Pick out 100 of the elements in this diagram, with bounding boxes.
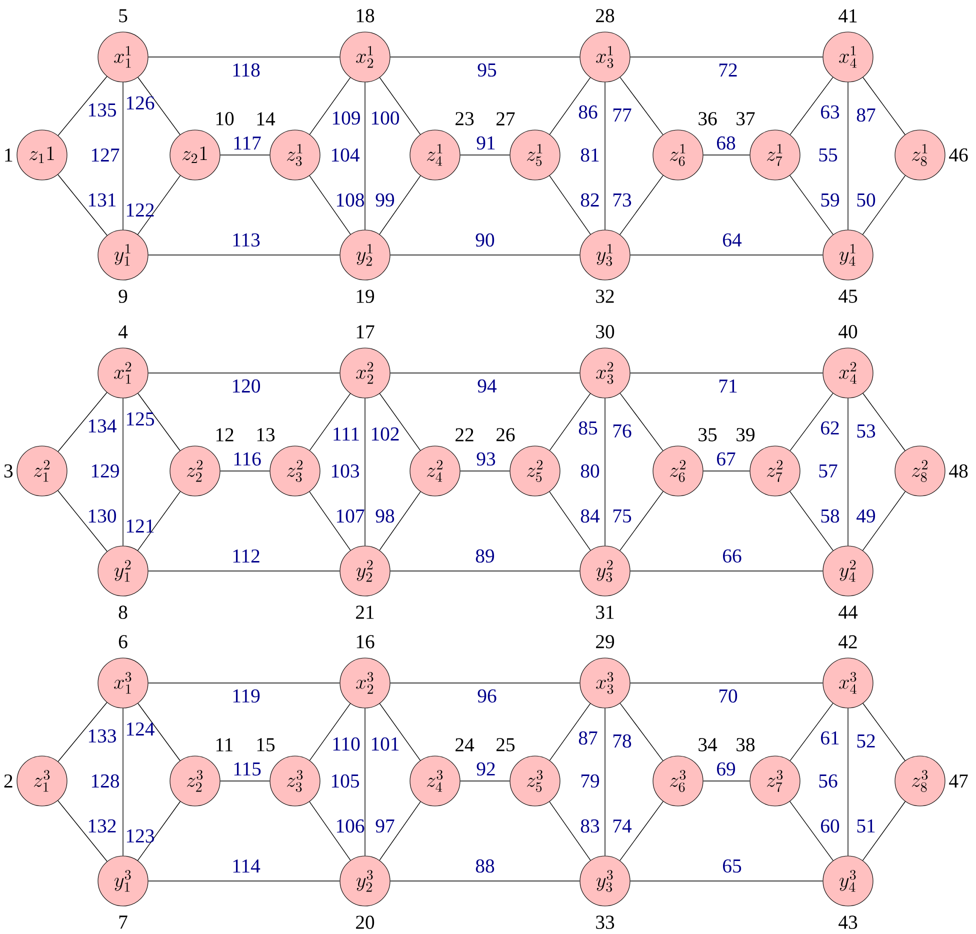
vertex-label: 23 [456,112,474,126]
vertex-label: 6 [118,635,128,648]
edge-line [379,77,421,135]
edge-line [549,175,591,235]
vertex-label: 47 [949,774,968,788]
vertex-label: 19 [356,290,374,303]
edge-line [379,801,421,861]
edge-line [862,491,906,551]
edge-label: 84 [580,509,600,523]
vertex-label: 20 [356,916,374,929]
vertex-label: 31 [596,606,614,619]
edge-label: 85 [578,421,598,435]
edge-label: 62 [821,421,839,435]
vertex-label: 29 [596,635,614,648]
edge-label: 72 [719,63,737,77]
edge-line [549,801,591,861]
edge-line [379,491,421,551]
edge-label: 113 [233,233,260,247]
edge-line [549,703,591,761]
edge-label: 123 [126,829,154,843]
vertex-label: 3 [4,464,13,478]
edge-line [122,398,124,546]
edge-label: 118 [233,63,260,77]
vertex-label: 17 [356,325,374,338]
edge-line [138,77,180,135]
edge-line [364,398,366,546]
edge-label: 108 [336,193,364,207]
edge-label: 70 [719,689,738,703]
edge-label: 120 [232,379,260,393]
edge-label: 59 [821,193,840,207]
edge-label: 107 [336,509,364,523]
edge-label: 92 [476,762,495,776]
edge-label: 109 [332,111,360,125]
vertex-label: 4 [118,325,128,338]
edge-label: 119 [233,689,260,703]
edge-label: 87 [578,731,598,745]
vertex-label: 28 [596,9,614,22]
edge-line [620,175,664,235]
edge-line [702,780,750,782]
edge-label: 105 [332,774,359,788]
edge-line [137,175,181,235]
edge-label: 126 [126,96,154,110]
edge-label: 99 [376,193,394,207]
vertex-label: 11 [216,738,232,752]
edge-label: 94 [478,379,497,393]
edge-line [390,880,580,882]
edge-line [220,780,270,782]
edge-line [790,702,834,762]
edge-label: 98 [376,509,394,523]
edge-label: 83 [580,819,600,833]
edge-line [620,702,664,762]
edge-line [58,174,108,236]
edge-label: 65 [723,859,742,873]
edge-label: 82 [580,193,599,207]
vertex-label: 26 [496,428,515,442]
edge-label: 93 [476,452,496,466]
edge-line [148,682,340,684]
vertex-label: 35 [698,428,717,442]
vertex-label: 5 [119,9,128,22]
edge-label: 90 [476,233,494,247]
edge-line [620,491,664,551]
edge-line [137,491,181,551]
vertex-label: 37 [736,112,755,126]
edge-line [390,682,580,684]
edge-label: 97 [376,819,394,833]
vertex-label: 12 [216,428,234,442]
edge-label: 112 [233,549,260,563]
vertex-label: 15 [257,738,275,752]
vertex-label: 27 [496,112,515,126]
edge-label: 102 [372,427,399,441]
edge-label: 51 [857,819,875,833]
vertex-label: 48 [949,464,968,478]
edge-label: 101 [372,737,399,751]
edge-line [604,82,606,230]
edge-label: 111 [334,427,359,440]
edge-line [309,703,351,761]
edge-line [148,880,340,882]
edge-line [379,175,421,235]
edge-line [58,800,108,862]
edge-line [148,56,340,58]
edge-label: 73 [613,193,632,207]
vertex-label: 16 [356,635,374,648]
edge-line [790,175,834,235]
edge-label: 67 [717,452,736,466]
edge-label: 96 [478,689,496,703]
edge-label: 50 [857,193,876,207]
edge-line [604,708,606,856]
edge-label: 100 [372,111,399,125]
edge-label: 49 [856,509,876,523]
edge-label: 79 [581,774,600,788]
edge-line [790,392,834,452]
edge-label: 52 [857,734,875,748]
edge-label: 74 [613,820,632,832]
edge-line [620,76,664,136]
edge-label: 133 [88,729,116,743]
vertex-label: 32 [596,290,614,303]
edge-label: 122 [126,203,154,217]
edge-label: 56 [819,774,838,788]
edge-label: 61 [821,731,839,745]
edge-label: 91 [476,136,495,150]
